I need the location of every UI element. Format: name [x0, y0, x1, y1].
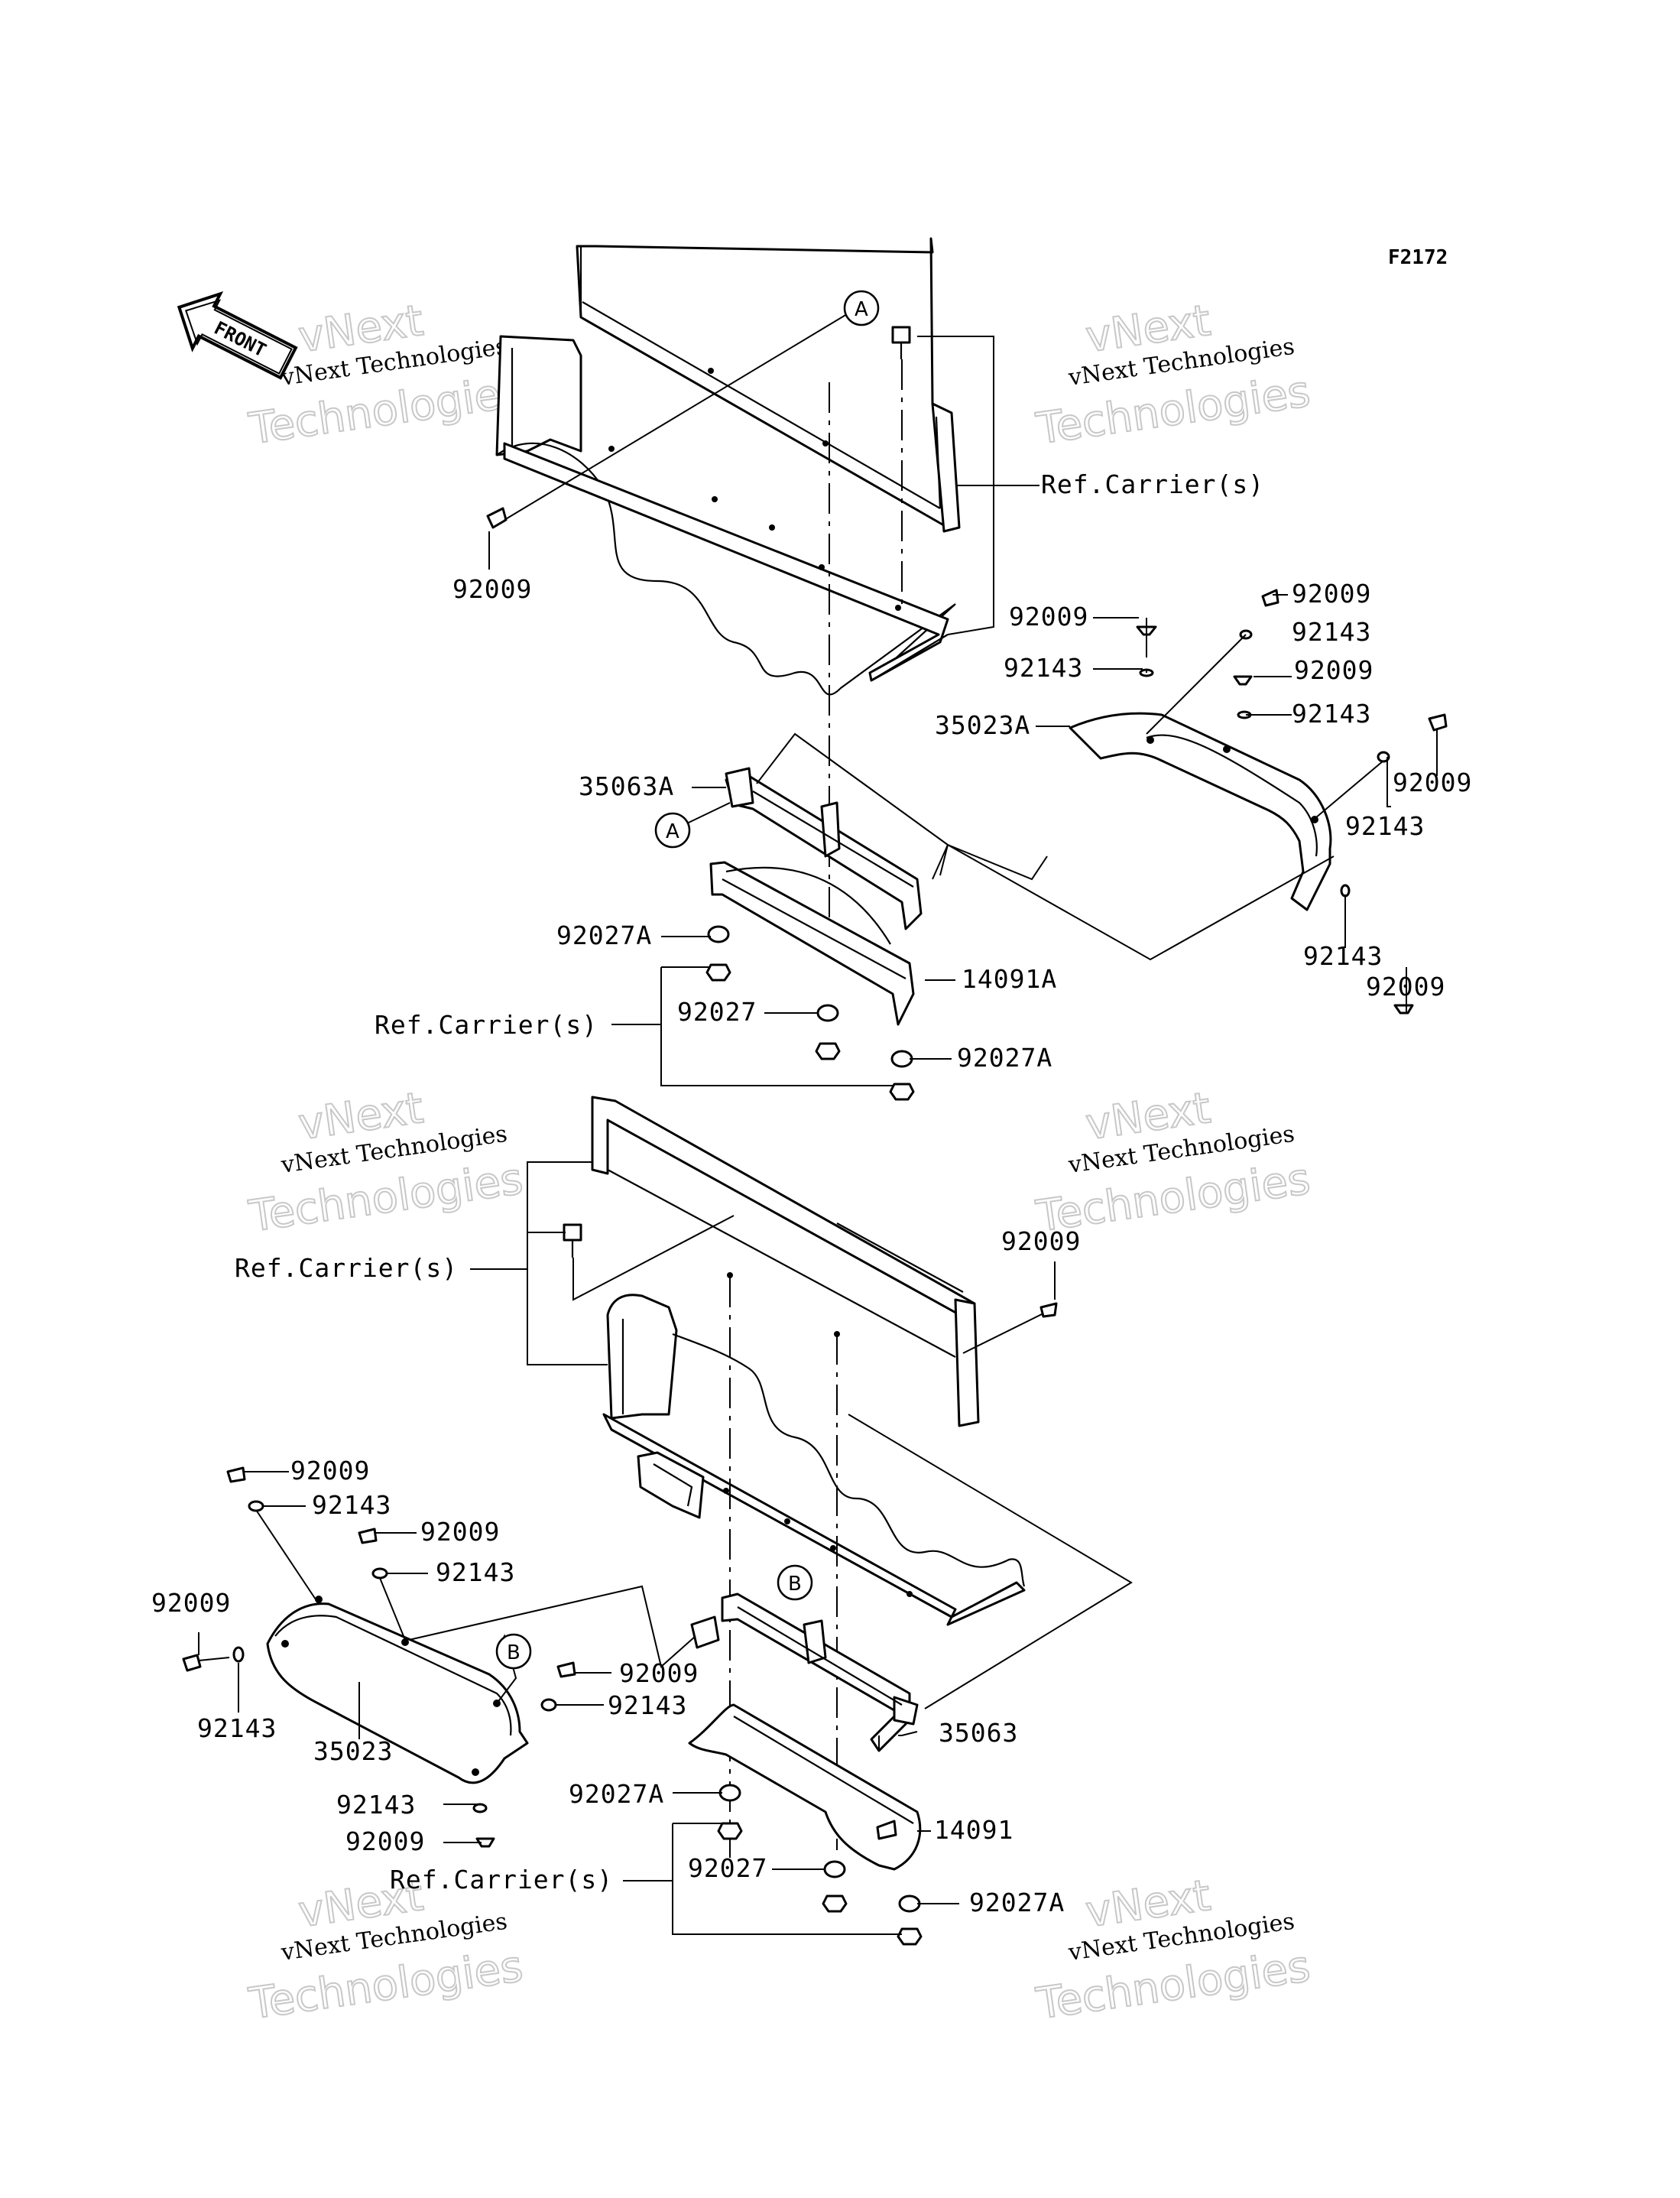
top-carrier-bed	[495, 237, 961, 696]
label-92143: 92143	[608, 1690, 687, 1720]
callout-b-right: B	[777, 1564, 813, 1601]
callout-b-left: B	[495, 1633, 532, 1670]
screw-92009-bottom-right-icon	[1039, 1302, 1058, 1318]
rail-14091	[688, 1703, 922, 1871]
bottom-carrier-bed	[591, 1096, 1026, 1626]
label-92009: 92009	[619, 1658, 699, 1688]
callout-a-mid: A	[654, 812, 691, 849]
svg-text:B: B	[507, 1641, 521, 1664]
label-92027A: 92027A	[569, 1779, 664, 1809]
label-92009: 92009	[345, 1826, 425, 1856]
label-ref-carrier: Ref.Carrier(s)	[235, 1253, 458, 1283]
label-92027: 92027	[677, 997, 757, 1027]
label-35063A: 35063A	[579, 771, 674, 801]
screw-92009-top-left-icon	[486, 507, 508, 529]
label-92009: 92009	[1009, 602, 1088, 631]
label-ref-carrier: Ref.Carrier(s)	[1041, 469, 1264, 499]
label-92027A: 92027A	[957, 1043, 1052, 1073]
label-35063: 35063	[939, 1718, 1018, 1748]
label-92009: 92009	[1393, 768, 1472, 797]
svg-text:A: A	[666, 820, 679, 843]
fender-35023A	[1069, 712, 1332, 911]
label-ref-carrier: Ref.Carrier(s)	[390, 1865, 613, 1894]
label-92027A: 92027A	[556, 920, 652, 950]
top-bolt-icon	[891, 326, 911, 359]
label-ref-carrier: Ref.Carrier(s)	[375, 1010, 598, 1040]
label-92143: 92143	[1292, 699, 1371, 729]
label-92027A: 92027A	[969, 1888, 1065, 1917]
label-92143: 92143	[197, 1713, 277, 1743]
svg-text:A: A	[855, 298, 868, 321]
rail-14091A	[709, 861, 915, 1026]
label-92143: 92143	[436, 1557, 515, 1587]
label-35023A: 35023A	[935, 710, 1030, 740]
watermark-mid-right: vNext vNext Technologies Technologies	[1033, 1083, 1314, 1242]
screws-bottom-left-icon	[182, 1466, 576, 1848]
label-92009: 92009	[151, 1588, 231, 1618]
label-14091A: 14091A	[962, 964, 1057, 994]
label-92027: 92027	[688, 1853, 767, 1883]
watermark-bottom-right: vNext vNext Technologies Technologies	[1033, 1870, 1314, 2030]
label-14091: 14091	[934, 1815, 1014, 1845]
figure-code: F2172	[1388, 246, 1448, 269]
label-92009: 92009	[1366, 972, 1445, 1002]
label-92143: 92143	[1345, 811, 1425, 841]
watermark-top-right: vNext vNext Technologies Technologies	[1033, 295, 1314, 455]
label-92009: 92009	[1001, 1226, 1081, 1256]
label-92143: 92143	[1004, 653, 1083, 683]
bracket-35063	[690, 1592, 919, 1752]
label-92143: 92143	[336, 1790, 416, 1820]
nuts-top-icon	[705, 925, 915, 1101]
label-35023: 35023	[313, 1736, 393, 1766]
label-92143: 92143	[1303, 941, 1383, 971]
label-92009: 92009	[1292, 579, 1371, 609]
label-92143: 92143	[1292, 617, 1371, 647]
label-92009: 92009	[452, 574, 532, 604]
label-92009: 92009	[290, 1456, 370, 1485]
label-92143: 92143	[312, 1490, 391, 1520]
fender-35023	[266, 1596, 529, 1784]
callout-a-top: A	[843, 290, 880, 326]
bracket-35063A	[725, 767, 923, 930]
label-92009: 92009	[1294, 655, 1374, 685]
svg-text:B: B	[788, 1573, 802, 1596]
label-92009: 92009	[420, 1517, 500, 1547]
part-labels: 92009 Ref.Carrier(s) 92009 92009 92143 9…	[151, 469, 1472, 1917]
bottom-bolt-icon	[563, 1223, 582, 1258]
watermark-mid-left: vNext vNext Technologies Technologies	[245, 1083, 527, 1242]
